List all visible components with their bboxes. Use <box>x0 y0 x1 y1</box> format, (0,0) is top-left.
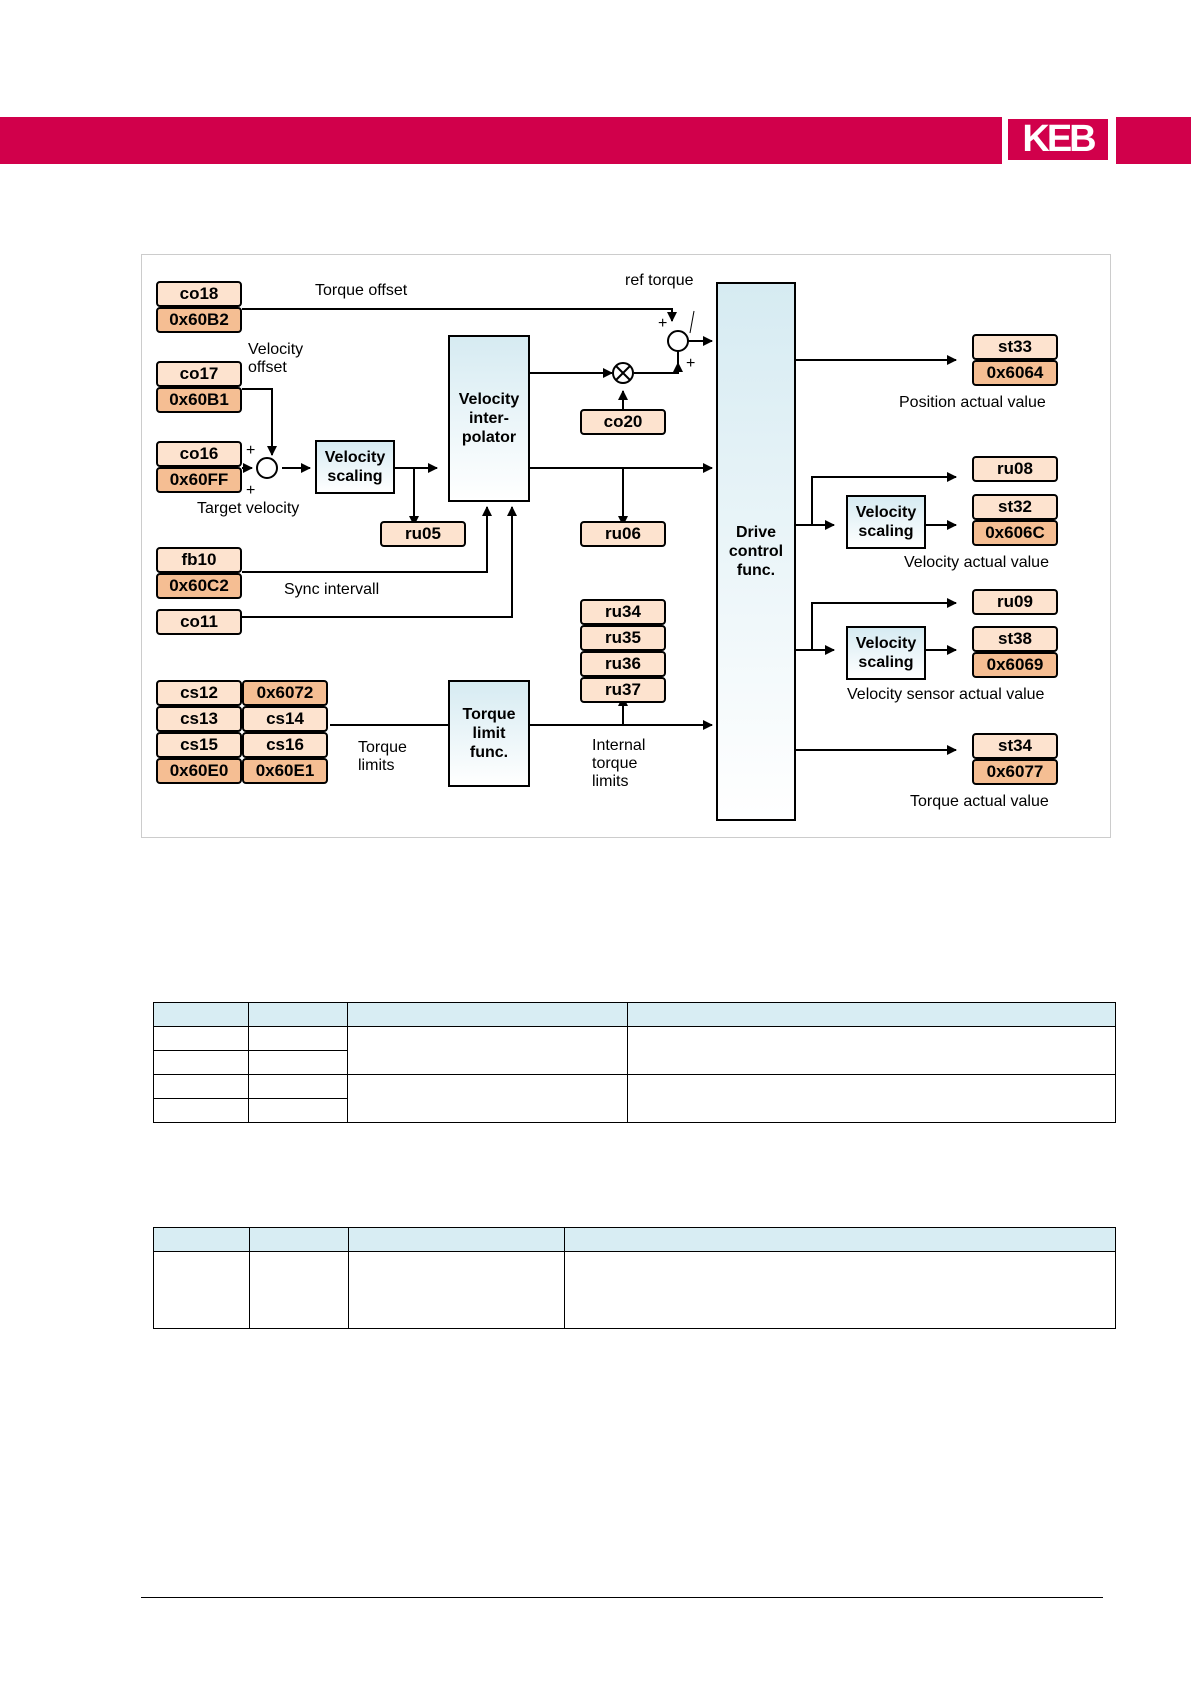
plus-sign: + <box>658 315 668 332</box>
table-cell <box>249 1251 349 1329</box>
table-row <box>153 1098 1116 1123</box>
param-ru05: ru05 <box>380 521 466 547</box>
table-header-row <box>153 1227 1116 1252</box>
param-cs16: cs16 <box>242 732 328 758</box>
param-co20: co20 <box>580 409 666 435</box>
sum-circle-torque <box>667 330 689 352</box>
table-cell <box>248 1026 348 1051</box>
table-cell <box>153 1098 249 1123</box>
parameter-table-1 <box>153 1002 1116 1123</box>
table-cell <box>347 1026 628 1075</box>
param-co16: co16 <box>156 441 242 467</box>
param-0x60E0: 0x60E0 <box>156 758 242 784</box>
table-cell <box>348 1251 565 1329</box>
velocity-scaling-input-block: Velocity scaling <box>315 440 395 494</box>
position-actual-value-label: Position actual value <box>899 394 1046 411</box>
param-cs15: cs15 <box>156 732 242 758</box>
table-header-cell <box>564 1227 1116 1252</box>
torque-limit-func-block: Torque limit func. <box>448 680 530 787</box>
parameter-table-2 <box>153 1227 1116 1329</box>
param-co17: co17 <box>156 361 242 387</box>
multiply-icon <box>615 365 631 381</box>
param-0x6069: 0x6069 <box>972 652 1058 678</box>
param-st32: st32 <box>972 494 1058 520</box>
plus-sign: + <box>246 482 256 499</box>
table-header-cell <box>249 1227 349 1252</box>
table-header-cell <box>348 1227 565 1252</box>
param-0x60FF: 0x60FF <box>156 467 242 493</box>
param-ru35: ru35 <box>580 625 666 651</box>
param-cs12: cs12 <box>156 680 242 706</box>
drive-control-func-block: Drive control func. <box>716 282 796 821</box>
param-cs14: cs14 <box>242 706 328 732</box>
param-cs13: cs13 <box>156 706 242 732</box>
param-fb10: fb10 <box>156 547 242 573</box>
target-velocity-label: Target velocity <box>197 500 300 517</box>
velocity-scaling-output-block: Velocity scaling <box>846 495 926 549</box>
torque-actual-value-label: Torque actual value <box>910 793 1049 810</box>
table-cell <box>248 1050 348 1075</box>
velocity-control-diagram: + + + + Torque offset ref torque Velocit… <box>141 254 1111 838</box>
param-ru34: ru34 <box>580 599 666 625</box>
table-cell <box>347 1074 628 1123</box>
table-cell <box>153 1050 249 1075</box>
table-header-cell <box>153 1002 249 1027</box>
table-cell <box>248 1074 348 1099</box>
param-0x6072: 0x6072 <box>242 680 328 706</box>
param-0x60B1: 0x60B1 <box>156 387 242 413</box>
table-cell <box>627 1026 1116 1075</box>
param-co18: co18 <box>156 281 242 307</box>
plus-sign: + <box>246 442 256 459</box>
table-header-row <box>153 1002 1116 1027</box>
table-cell <box>153 1251 250 1329</box>
sync-intervall-label: Sync intervall <box>284 581 380 598</box>
torque-offset-label: Torque offset <box>315 282 408 299</box>
param-0x60E1: 0x60E1 <box>242 758 328 784</box>
param-st34: st34 <box>972 733 1058 759</box>
table-header-cell <box>153 1227 250 1252</box>
table-row <box>153 1026 1116 1075</box>
velocity-interpolator-block: Velocity inter- polator <box>448 335 530 502</box>
param-ru08: ru08 <box>972 456 1058 482</box>
param-ru06: ru06 <box>580 521 666 547</box>
footer-divider <box>141 1597 1103 1598</box>
table-row <box>153 1050 1116 1075</box>
param-ru36: ru36 <box>580 651 666 677</box>
table-cell <box>564 1251 1116 1329</box>
velocity-sensor-actual-value-label: Velocity sensor actual value <box>847 686 1045 703</box>
velocity-actual-value-label: Velocity actual value <box>904 554 1049 571</box>
param-0x606C: 0x606C <box>972 520 1058 546</box>
header-banner <box>0 117 1191 164</box>
table-header-cell <box>248 1002 348 1027</box>
table-row <box>153 1074 1116 1123</box>
table-cell <box>153 1074 249 1099</box>
table-header-cell <box>347 1002 628 1027</box>
table-cell <box>627 1074 1116 1123</box>
ref-torque-label: ref torque <box>625 272 694 289</box>
velocity-scaling-sensor-block: Velocity scaling <box>846 626 926 680</box>
param-st38: st38 <box>972 626 1058 652</box>
param-ru09: ru09 <box>972 589 1058 615</box>
plus-sign: + <box>686 355 696 372</box>
sum-circle-velocity <box>256 457 278 479</box>
param-st33: st33 <box>972 334 1058 360</box>
param-0x6064: 0x6064 <box>972 360 1058 386</box>
table-cell <box>153 1026 249 1051</box>
internal-torque-limits-label: Internal torque limits <box>592 737 646 790</box>
param-ru37: ru37 <box>580 677 666 703</box>
table-header-cell <box>627 1002 1116 1027</box>
keb-logo: KEB <box>1002 117 1116 164</box>
logo-text: KEB <box>1008 119 1108 160</box>
param-0x60B2: 0x60B2 <box>156 307 242 333</box>
torque-limits-label: Torque limits <box>358 739 407 774</box>
param-0x60C2: 0x60C2 <box>156 573 242 599</box>
table-row <box>153 1251 1116 1329</box>
param-co11: co11 <box>156 609 242 635</box>
velocity-offset-label: Velocity offset <box>248 341 304 376</box>
param-0x6077: 0x6077 <box>972 759 1058 785</box>
table-cell <box>248 1098 348 1123</box>
